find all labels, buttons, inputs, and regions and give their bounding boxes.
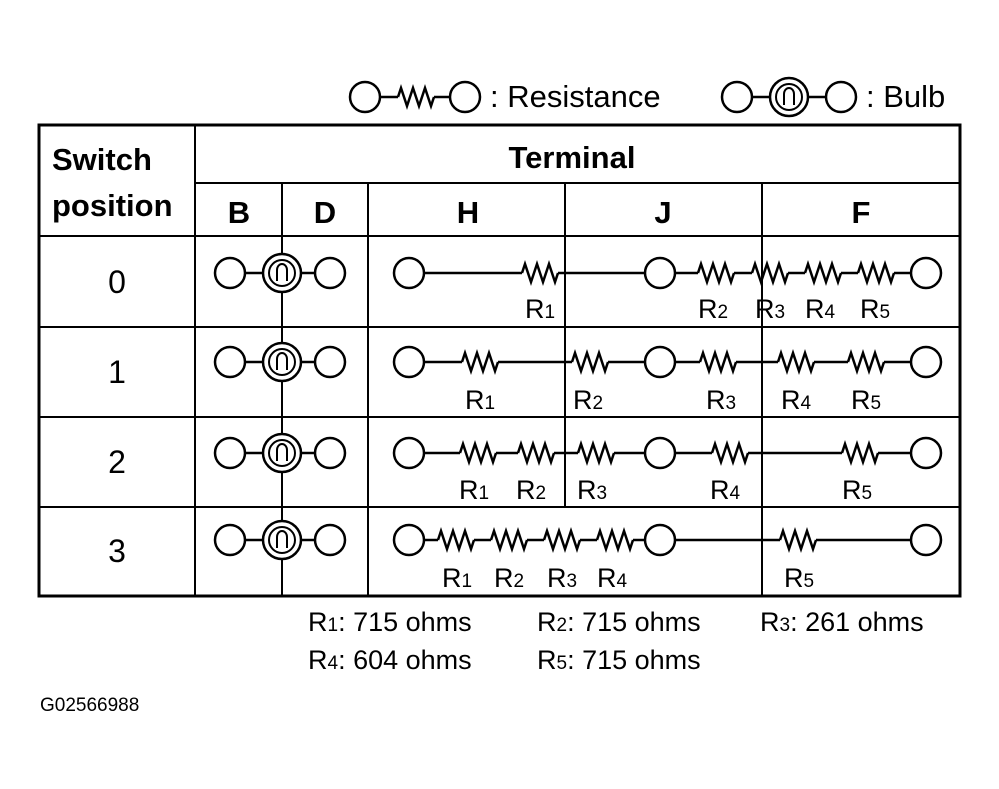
column-header-f: F xyxy=(852,195,871,230)
resistor-label-row0-r3: R3 xyxy=(755,294,785,324)
legend-resistance-label: : Resistance xyxy=(490,79,661,114)
terminal-header: Terminal xyxy=(509,140,636,175)
column-header-b: B xyxy=(228,195,250,230)
resistance-value-r5: R5: 715 ohms xyxy=(537,645,701,675)
resistor-label-row1-r2: R2 xyxy=(573,385,603,415)
table-grid xyxy=(37,123,962,598)
resistor-label-row2-r2: R2 xyxy=(516,475,546,505)
resistance-value-r1: R1: 715 ohms xyxy=(308,607,472,637)
resistor-chain-row2 xyxy=(392,436,943,470)
column-header-d: D xyxy=(314,195,336,230)
resistor-label-row1-r1: R1 xyxy=(465,385,495,415)
figure-code: G02566988 xyxy=(40,695,139,716)
resistor-label-row3-r1: R1 xyxy=(442,563,472,593)
resistor-label-row0-r2: R2 xyxy=(698,294,728,324)
row-label-1: 1 xyxy=(108,354,126,390)
bulb-connection-row2 xyxy=(213,432,347,474)
resistor-label-row0-r5: R5 xyxy=(860,294,890,324)
column-header-h: H xyxy=(457,195,479,230)
resistance-value-r2: R2: 715 ohms xyxy=(537,607,701,637)
row-label-2: 2 xyxy=(108,444,126,480)
legend-resistance-symbol xyxy=(348,80,482,114)
bulb-connection-row3 xyxy=(213,519,347,561)
bulb-connection-row1 xyxy=(213,341,347,383)
column-header-j: J xyxy=(654,195,671,230)
resistor-label-row3-r4: R4 xyxy=(597,563,628,593)
resistor-label-row2-r5: R5 xyxy=(842,475,872,505)
row-label-3: 3 xyxy=(108,533,126,569)
resistor-label-row2-r3: R3 xyxy=(577,475,607,505)
resistor-label-row2-r1: R1 xyxy=(459,475,489,505)
switch-header-line2: position xyxy=(52,188,173,223)
resistor-label-row2-r4: R4 xyxy=(710,475,741,505)
resistance-value-r3: R3: 261 ohms xyxy=(760,607,924,637)
resistor-label-row1-r3: R3 xyxy=(706,385,736,415)
resistor-label-row3-r3: R3 xyxy=(547,563,577,593)
bulb-connection-row0 xyxy=(213,252,347,294)
resistor-chain-row1 xyxy=(392,345,943,379)
resistor-label-row0-r4: R4 xyxy=(805,294,836,324)
resistor-label-row1-r5: R5 xyxy=(851,385,881,415)
resistor-label-row3-r2: R2 xyxy=(494,563,524,593)
row-label-0: 0 xyxy=(108,264,126,300)
switch-header-line1: Switch xyxy=(52,142,152,177)
resistor-chain-row0 xyxy=(392,256,943,290)
resistance-value-r4: R4: 604 ohms xyxy=(308,645,472,675)
legend-bulb-label: : Bulb xyxy=(866,79,945,114)
resistor-label-row1-r4: R4 xyxy=(781,385,812,415)
resistor-chain-row3 xyxy=(392,523,943,557)
resistor-label-row3-r5: R5 xyxy=(784,563,814,593)
resistor-label-row0-r1: R1 xyxy=(525,294,555,324)
legend-bulb-symbol xyxy=(720,76,858,118)
